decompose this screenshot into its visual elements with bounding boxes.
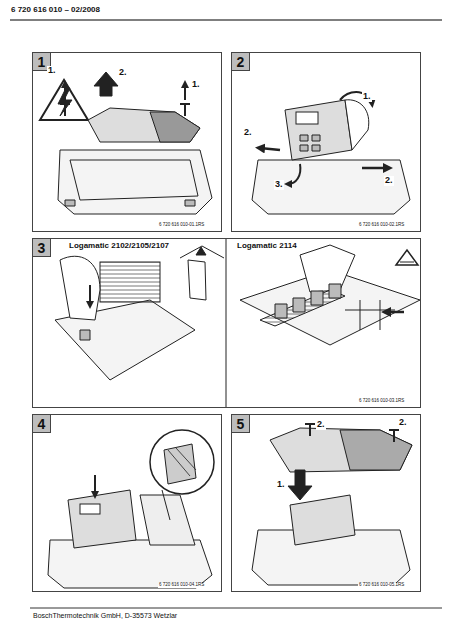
panel3-art bbox=[55, 238, 420, 408]
panel2-art bbox=[252, 92, 410, 214]
model-heading: Logamatic 2114 bbox=[236, 242, 298, 251]
figure-code: 6 720 616 010-02.1RS bbox=[358, 223, 405, 228]
step-number: 5 bbox=[232, 415, 250, 433]
step-panel: 5 bbox=[231, 414, 421, 592]
step-number: 4 bbox=[33, 415, 51, 433]
step-label: 1. bbox=[362, 92, 372, 102]
step-panel: 2 bbox=[231, 52, 421, 232]
header-rule bbox=[10, 20, 442, 21]
figure-code: 6 720 616 010-01.1RS bbox=[158, 223, 205, 228]
document-code: 6 720 616 010 – 02/2008 bbox=[10, 6, 101, 15]
step-label: 2. bbox=[118, 68, 128, 78]
step-panel: 1 bbox=[32, 52, 222, 232]
step-number: 2 bbox=[232, 53, 250, 71]
figure-code: 6 720 616 010-05.1RS bbox=[358, 583, 405, 588]
footer-text: BoschThermotechnik GmbH, D-35573 Wetzlar bbox=[32, 612, 178, 620]
step-panel: 3 bbox=[32, 238, 421, 408]
step-label: 2. bbox=[398, 418, 408, 428]
step-panel: 4 bbox=[32, 414, 222, 592]
panel1-art bbox=[40, 72, 212, 214]
model-heading: Logamatic 2102/2105/2107 bbox=[68, 242, 170, 251]
step-label: 2. bbox=[243, 128, 253, 138]
panel4-art bbox=[48, 430, 214, 588]
step-label: 2. bbox=[316, 420, 326, 430]
footer-rule bbox=[30, 608, 442, 609]
figure-code: 6 720 616 010-04.1RS bbox=[158, 583, 205, 588]
figure-code: 6 720 616 010-03.1RS bbox=[358, 399, 405, 404]
step-label: 1. bbox=[191, 80, 201, 90]
step-label: 3. bbox=[274, 180, 284, 190]
panel5-art bbox=[252, 424, 412, 585]
step-label: 1. bbox=[276, 480, 286, 490]
step-number: 3 bbox=[33, 239, 51, 257]
step-label: 2. bbox=[384, 176, 394, 186]
step-label: 1. bbox=[47, 66, 57, 76]
